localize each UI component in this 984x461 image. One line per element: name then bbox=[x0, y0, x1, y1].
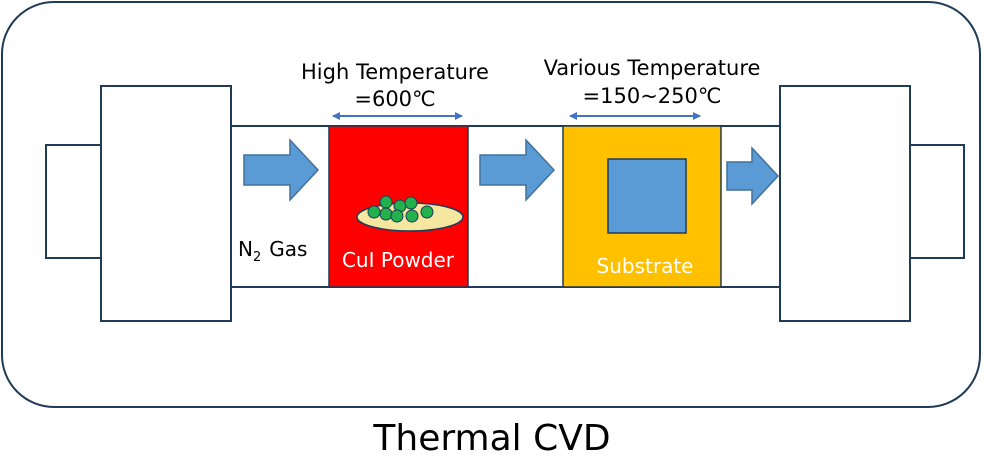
substrate-label: Substrate bbox=[597, 254, 694, 278]
powder-label: CuI Powder bbox=[342, 248, 455, 272]
gas-subscript: 2 bbox=[253, 250, 261, 265]
cui-particles bbox=[367, 195, 434, 223]
left-flange-tab bbox=[45, 144, 103, 259]
gas-symbol: N bbox=[238, 237, 253, 261]
enclosure-outline bbox=[1, 1, 981, 408]
various-temp-label-line1: Various Temperature bbox=[544, 56, 761, 80]
high-temp-label-line1: High Temperature bbox=[301, 60, 489, 84]
flow-arrow-2 bbox=[479, 138, 556, 202]
gas-label: N2 Gas bbox=[238, 237, 307, 265]
gas-word: Gas bbox=[269, 237, 307, 261]
flow-arrow-1 bbox=[243, 138, 320, 202]
high-temp-label-line2: =600℃ bbox=[354, 87, 435, 111]
right-end-block bbox=[779, 85, 911, 322]
flow-arrow-3 bbox=[726, 146, 780, 206]
various-temp-label-line2: =150~250℃ bbox=[583, 84, 722, 108]
substrate bbox=[607, 158, 687, 234]
left-end-block bbox=[100, 85, 232, 322]
diagram-caption: Thermal CVD bbox=[373, 418, 611, 459]
right-flange-tab bbox=[908, 144, 965, 259]
